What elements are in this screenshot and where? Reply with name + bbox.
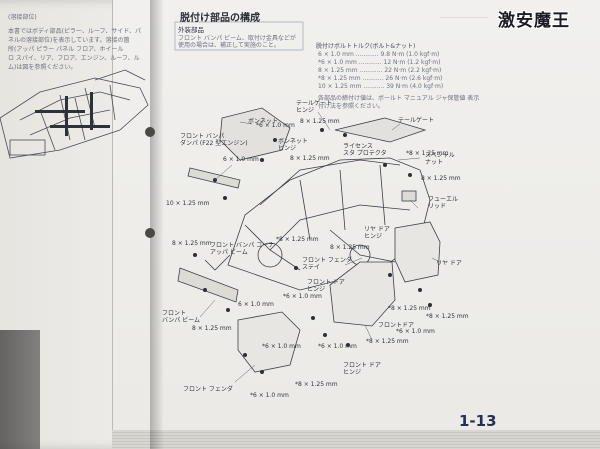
fastener-label: *8 × 1.25 mm — [406, 150, 449, 157]
box-line: 使用の場合は、補正して実施のこと。 — [178, 42, 280, 49]
left-text-line: ネルの溶接部位)を表示しています。溶接の箇 — [8, 37, 130, 44]
torque-row: *8 × 1.25 mm ........... 26 N·m (2.6 kgf… — [318, 75, 443, 82]
label-special-nut: スペシャル ナット — [425, 152, 455, 166]
bolt-markers — [193, 128, 432, 374]
spine-shadow — [150, 0, 164, 449]
label-front-door-hinge: フロント ドア ヒンジ — [307, 279, 345, 293]
label-license: ライセンス スタ プロテクタ — [343, 143, 387, 157]
label-tailgate-hinge: テールゲート ヒンジ — [296, 100, 333, 114]
fastener-label: *6 × 1.0 mm — [396, 328, 435, 335]
fastener-label: *8 × 1.25 mm — [366, 338, 409, 345]
bonnet-panel — [219, 107, 291, 161]
torque-table-title: 脱付けボルトトルク(ボルト&ナット) — [316, 43, 416, 50]
fastener-label: *6 × 1.0 mm — [262, 343, 301, 350]
fastener-label: 8 × 1.25 mm — [192, 325, 232, 332]
fastener-label: *6 × 1.0 mm — [318, 343, 357, 350]
front-fender-panel — [237, 311, 301, 373]
box-line: フロント バンパ ビーム、取付け金具などが — [178, 35, 296, 42]
bumper-beam — [177, 267, 239, 303]
fastener-label: *8 × 1.25 mm — [426, 313, 469, 320]
fastener-label: 8 × 1.25 mm — [290, 155, 330, 162]
left-text-line: 本書ではボディ部品(ピラー、ルーフ、サイド、パ — [8, 28, 142, 35]
fastener-label: *8 × 1.25 mm — [295, 381, 338, 388]
page-stack-edge — [112, 430, 600, 449]
left-weld-marks — [35, 92, 110, 136]
fastener-label: *8 × 1.25 mm — [388, 305, 431, 312]
left-section-tag: (溶接部位) — [8, 14, 37, 21]
section-heading: 脱付け部品の構成 — [180, 13, 260, 24]
page-number: 1-13 — [459, 412, 497, 430]
fastener-label: 8 × 1.25 mm — [300, 118, 340, 125]
leader-lines — [199, 111, 441, 383]
fuel-lid — [401, 190, 417, 202]
label-bonnet-hinge: ボンネット ヒンジ — [278, 138, 308, 152]
label-rear-door: リヤ ドア — [436, 260, 462, 267]
label-front-bumper-beam: フロント バンパ ビーム — [162, 310, 201, 324]
label-rear-door-hinge: リヤ ドア ヒンジ — [364, 226, 390, 240]
label-bonnet: ボンネット — [248, 118, 278, 125]
fastener-label: 8 × 1.25 mm — [421, 175, 461, 182]
front-door-panel — [329, 261, 396, 327]
rear-door-panel — [394, 221, 441, 283]
left-text-line: ロ スパイ、リア、フロア、エンジン、ルーフ、ル — [8, 55, 140, 62]
fastener-label: 6 × 1.0 mm — [223, 156, 259, 163]
label-front-bumper-damper: フロント バンパ ダンパ (F22 型エンジン) — [180, 133, 248, 147]
label-fuel-lid: フューエル リッド — [428, 196, 459, 210]
subsection-label: 外装部品 — [178, 26, 204, 34]
binder-hole — [145, 228, 155, 238]
label-front-fender-stay: フロント フェンダ ステイ — [302, 257, 352, 271]
fastener-label: 10 × 1.25 mm — [166, 200, 210, 207]
binder-hole — [145, 127, 155, 137]
right-page — [112, 0, 600, 430]
tailgate-panel — [334, 117, 427, 143]
faint-running-heading: ―――――――― — [440, 14, 488, 21]
torque-row: *6 × 1.0 mm ............ 12 N·m (1.2 kgf… — [318, 59, 441, 66]
label-front-door: フロントドア — [378, 322, 415, 329]
torque-note: 付け法を参照ください。 — [318, 103, 385, 110]
torque-row: 6 × 1.0 mm ............ 9.8 N·m (1.0 kgf… — [318, 51, 440, 58]
torque-row: 8 × 1.25 mm ............ 22 N·m (2.2 kgf… — [318, 67, 442, 74]
table-edge — [0, 330, 40, 449]
fastener-label: 8 × 1.25 mm — [330, 244, 370, 251]
fastener-label: 8 × 1.25 mm — [172, 240, 212, 247]
watermark-logo: 激安魔王 — [498, 11, 570, 31]
fastener-label: *6 × 1.0 mm — [250, 392, 289, 399]
bumper-damper — [187, 167, 241, 189]
label-front-bumper-corner: フロント バンパ コーナ アッパ ビーム — [210, 242, 275, 256]
fastener-label: 6 × 1.0 mm — [238, 301, 274, 308]
left-car-body-illustration — [0, 69, 149, 159]
left-text-line: ム)は図を参照ください。 — [8, 64, 77, 71]
fastener-label: *6 × 1.0 mm — [256, 122, 295, 129]
label-tailgate: テールゲート — [398, 117, 435, 124]
torque-row: 10 × 1.25 mm ........... 39 N·m (4.0 kgf… — [318, 83, 444, 90]
fastener-label: *8 × 1.25 mm — [276, 236, 319, 243]
left-text-line: 所(アッパ ピラー パネル フロア、ホイール — [8, 46, 124, 53]
label-front-door-hinge-lower: フロント ドア ヒンジ — [343, 362, 381, 376]
label-front-fender: フロント フェンダ — [183, 386, 233, 393]
torque-note: 各部品の締付け値は、ボールト マニュアル ジャ保管値 表示 — [318, 95, 480, 102]
fastener-label: *6 × 1.0 mm — [283, 293, 322, 300]
